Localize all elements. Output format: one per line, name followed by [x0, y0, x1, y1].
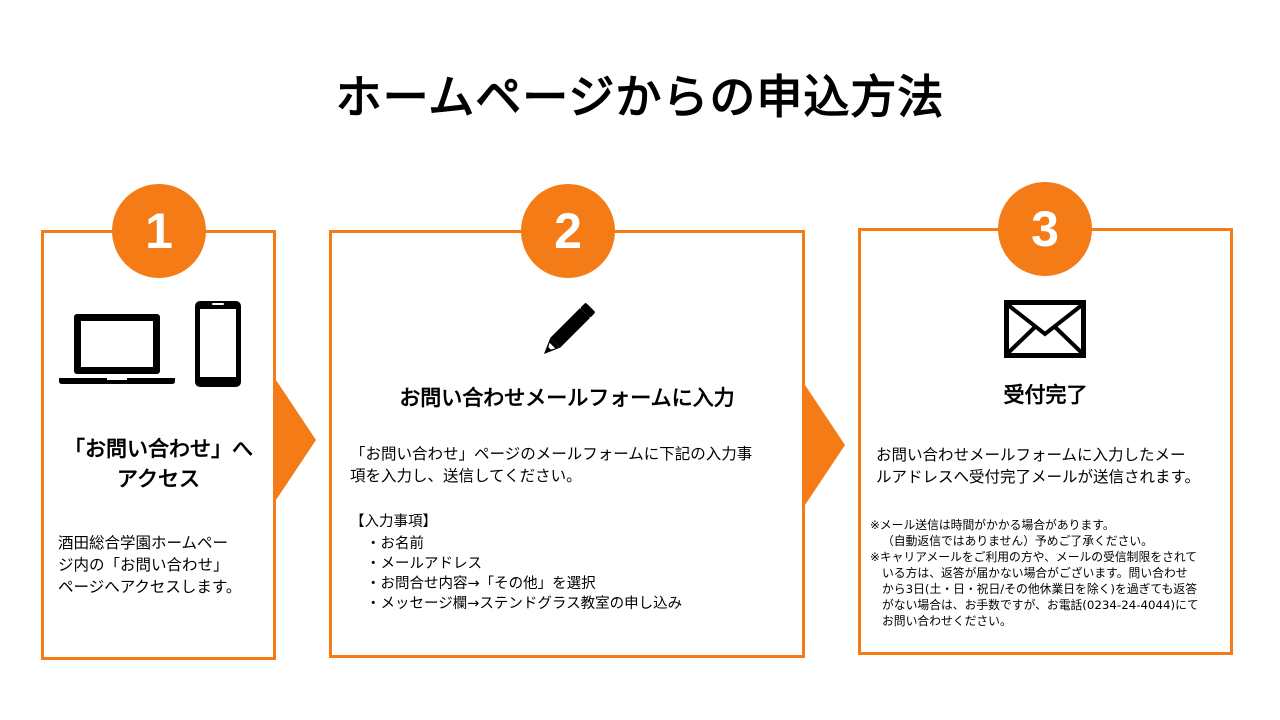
- step-1-description: 酒田総合学園ホームペー ジ内の「お問い合わせ」 ページへアクセスします。: [58, 532, 263, 598]
- envelope-icon: [1004, 300, 1086, 358]
- note-line: ※メール送信は時間がかかる場合があります。: [870, 518, 1115, 532]
- step-2-number-badge: 2: [521, 184, 615, 278]
- list-item: ・お名前: [366, 536, 424, 552]
- pencil-icon: [543, 303, 595, 355]
- note-line: お問い合わせください。: [882, 614, 1012, 628]
- step-1-desc-line: ページへアクセスします。: [58, 578, 242, 596]
- arrow-right-icon: [276, 380, 316, 500]
- list-item: ・お問合せ内容→「その他」を選択: [366, 576, 596, 592]
- step-1-heading-line: アクセス: [117, 467, 200, 491]
- step-3-card: [858, 228, 1233, 655]
- note-line: から3日(土・日・祝日/その他休業日を除く)を過ぎても返答: [882, 582, 1198, 596]
- note-line: いる方は、返答が届かない場合がございます。問い合わせ: [882, 566, 1188, 580]
- step-2-desc-line: 項を入力し、送信してください。: [350, 467, 582, 485]
- step-3-heading: 受付完了: [1003, 383, 1088, 407]
- note-line: ※キャリアメールをご利用の方や、メールの受信制限をされて: [870, 550, 1198, 564]
- step-2-description: 「お問い合わせ」ページのメールフォームに下記の入力事 項を入力し、送信してくださ…: [350, 443, 790, 487]
- step-3-desc-line: お問い合わせメールフォームに入力したメー: [876, 446, 1186, 464]
- step-3-description: お問い合わせメールフォームに入力したメー ルアドレスへ受付完了メールが送信されま…: [876, 444, 1226, 488]
- page-title: ホームページからの申込方法: [335, 70, 945, 124]
- input-items-title: 【入力事項】: [350, 514, 437, 530]
- step-3-number-badge: 3: [998, 182, 1092, 276]
- step-1-desc-line: ジ内の「お問い合わせ」: [58, 556, 229, 574]
- step-1-number-badge: 1: [112, 184, 206, 278]
- step-1-heading-line: 「お問い合わせ」へ: [64, 437, 253, 461]
- input-items-list: ・お名前 ・メールアドレス ・お問合せ内容→「その他」を選択 ・メッセージ欄→ス…: [366, 534, 682, 614]
- smartphone-icon: [195, 301, 241, 387]
- list-item: ・メッセージ欄→ステンドグラス教室の申し込み: [366, 596, 683, 612]
- note-line: （自動返信ではありません）予めご了承ください。: [882, 534, 1153, 548]
- note-line: がない場合は、お手数ですが、お電話(0234-24-4044)にて: [882, 598, 1199, 612]
- step-2-heading: お問い合わせメールフォームに入力: [399, 386, 735, 410]
- step-1-desc-line: 酒田総合学園ホームペー: [58, 534, 229, 552]
- step-2-card: [329, 230, 805, 658]
- step-3-desc-line: ルアドレスへ受付完了メールが送信されます。: [876, 468, 1200, 486]
- step-3-notes: ※メール送信は時間がかかる場合があります。 （自動返信ではありません）予めご了承…: [870, 517, 1230, 629]
- step-2-desc-line: 「お問い合わせ」ページのメールフォームに下記の入力事: [350, 445, 753, 463]
- step-1-heading: 「お問い合わせ」へ アクセス: [44, 434, 273, 494]
- laptop-icon: [59, 314, 175, 384]
- arrow-right-icon: [805, 385, 845, 505]
- list-item: ・メールアドレス: [366, 556, 482, 572]
